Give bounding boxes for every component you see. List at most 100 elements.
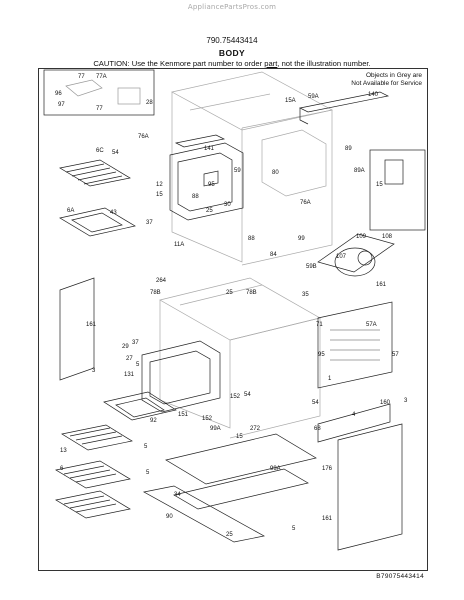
callout: 15 xyxy=(156,192,163,198)
callout: 25 xyxy=(226,290,233,296)
callout: 151 xyxy=(178,412,189,418)
callout: 34 xyxy=(174,492,181,498)
model-number: 790.75443414 xyxy=(206,36,258,45)
rear-panel xyxy=(317,301,393,389)
bottom-frame xyxy=(142,433,317,543)
callout: 107 xyxy=(336,254,347,260)
caution-post: , not the illustration number. xyxy=(277,59,371,68)
callout: 78B xyxy=(246,290,257,296)
caution-part-link: part xyxy=(264,59,278,68)
callout: 96 xyxy=(55,91,62,97)
callout: 99A xyxy=(270,466,281,472)
callout-labels: 77 77A 96 97 77 28 140 15A 59A 76A 6C 54… xyxy=(55,74,408,538)
callout: 77 xyxy=(96,106,103,112)
callout: 35 xyxy=(302,292,309,298)
callout: 43 xyxy=(110,210,117,216)
upper-rack xyxy=(59,159,131,187)
callout: 37 xyxy=(132,340,139,346)
callout: 11A xyxy=(174,242,184,248)
callout: 97 xyxy=(58,102,65,108)
callout: 76A xyxy=(300,200,311,206)
callout: 161 xyxy=(376,282,387,288)
callout: 37 xyxy=(146,220,153,226)
callout: 88 xyxy=(248,236,255,242)
callout: 15A xyxy=(285,98,296,104)
callout: 59B xyxy=(306,264,317,270)
right-side-panel xyxy=(337,423,403,551)
callout: 131 xyxy=(124,372,135,378)
callout: 15 xyxy=(236,434,243,440)
callout: 29 xyxy=(122,344,129,350)
callout: 27 xyxy=(126,356,133,362)
callout: 68 xyxy=(314,426,321,432)
callout: 28 xyxy=(146,100,153,106)
upper-oven-cabinet xyxy=(171,71,333,266)
callout: 109 xyxy=(356,234,367,240)
callout: 5 xyxy=(136,362,140,368)
callout: 1 xyxy=(328,376,332,382)
vent-bracket xyxy=(298,91,390,113)
callout: 99A xyxy=(210,426,221,432)
callout: 5 xyxy=(144,444,148,450)
callout: 5 xyxy=(146,470,150,476)
callout: 6A xyxy=(67,208,74,214)
diagram-frame xyxy=(38,68,428,571)
callout: 54 xyxy=(312,400,319,406)
broil-pan-upper xyxy=(59,207,136,237)
callout: 140 xyxy=(368,92,379,98)
callout: 152 xyxy=(202,416,213,422)
footer-code: B79075443414 xyxy=(376,573,424,580)
callout: 54 xyxy=(112,150,119,156)
broil-pan-lower xyxy=(103,391,177,421)
callout: 161 xyxy=(86,322,97,328)
callout: 160 xyxy=(380,400,391,406)
callout: 141 xyxy=(204,146,215,152)
caution-pre: CAUTION: Use the Kenmore part number to … xyxy=(93,59,265,68)
callout: 30 xyxy=(224,202,231,208)
note-line-2: Not Available for Service xyxy=(351,79,422,87)
callout: 78B xyxy=(150,290,161,296)
lower-door-frame xyxy=(141,340,221,413)
callout: 108 xyxy=(382,234,393,240)
callout: 59 xyxy=(234,168,241,174)
callout: 3 xyxy=(92,368,96,374)
callout: 77A xyxy=(96,74,107,80)
callout: 25 xyxy=(206,208,213,214)
inset-box-door-latch xyxy=(43,69,155,116)
broil-grid xyxy=(61,424,133,451)
watermark: AppliancePartsPros.com xyxy=(187,3,277,11)
callout: 84 xyxy=(270,252,277,258)
caution-text: CAUTION: Use the Kenmore part number to … xyxy=(0,59,464,68)
callout: 5 xyxy=(292,526,296,532)
callout: 59A xyxy=(308,94,319,100)
callout: 92 xyxy=(150,418,157,424)
callout: 12 xyxy=(156,182,163,188)
callout: 152 xyxy=(230,394,241,400)
callout: 54 xyxy=(244,392,251,398)
callout: 57 xyxy=(392,352,399,358)
callout: 176 xyxy=(322,466,333,472)
lower-racks xyxy=(55,460,131,519)
callout: 89 xyxy=(345,146,352,152)
callout: 3 xyxy=(404,398,408,404)
callout: 77 xyxy=(78,74,85,80)
upper-door-frame xyxy=(169,134,244,221)
callout: 89A xyxy=(354,168,365,174)
callout: 161 xyxy=(322,516,333,522)
toe-kick xyxy=(317,403,391,443)
callout: 4 xyxy=(352,412,356,418)
callout: 88 xyxy=(192,194,199,200)
callout: 13 xyxy=(60,448,67,454)
callout: 95 xyxy=(318,352,325,358)
callout: 272 xyxy=(250,426,261,432)
callout: 57A xyxy=(366,322,377,328)
diagram-title: BODY xyxy=(218,48,246,58)
callout: 99 xyxy=(298,236,305,242)
callout: 90 xyxy=(166,514,173,520)
callout: 25 xyxy=(226,532,233,538)
lower-oven-cabinet xyxy=(159,277,321,439)
callout: 6 xyxy=(60,466,64,472)
callout: 71 xyxy=(316,322,323,328)
convection-fan-assembly xyxy=(317,233,395,277)
